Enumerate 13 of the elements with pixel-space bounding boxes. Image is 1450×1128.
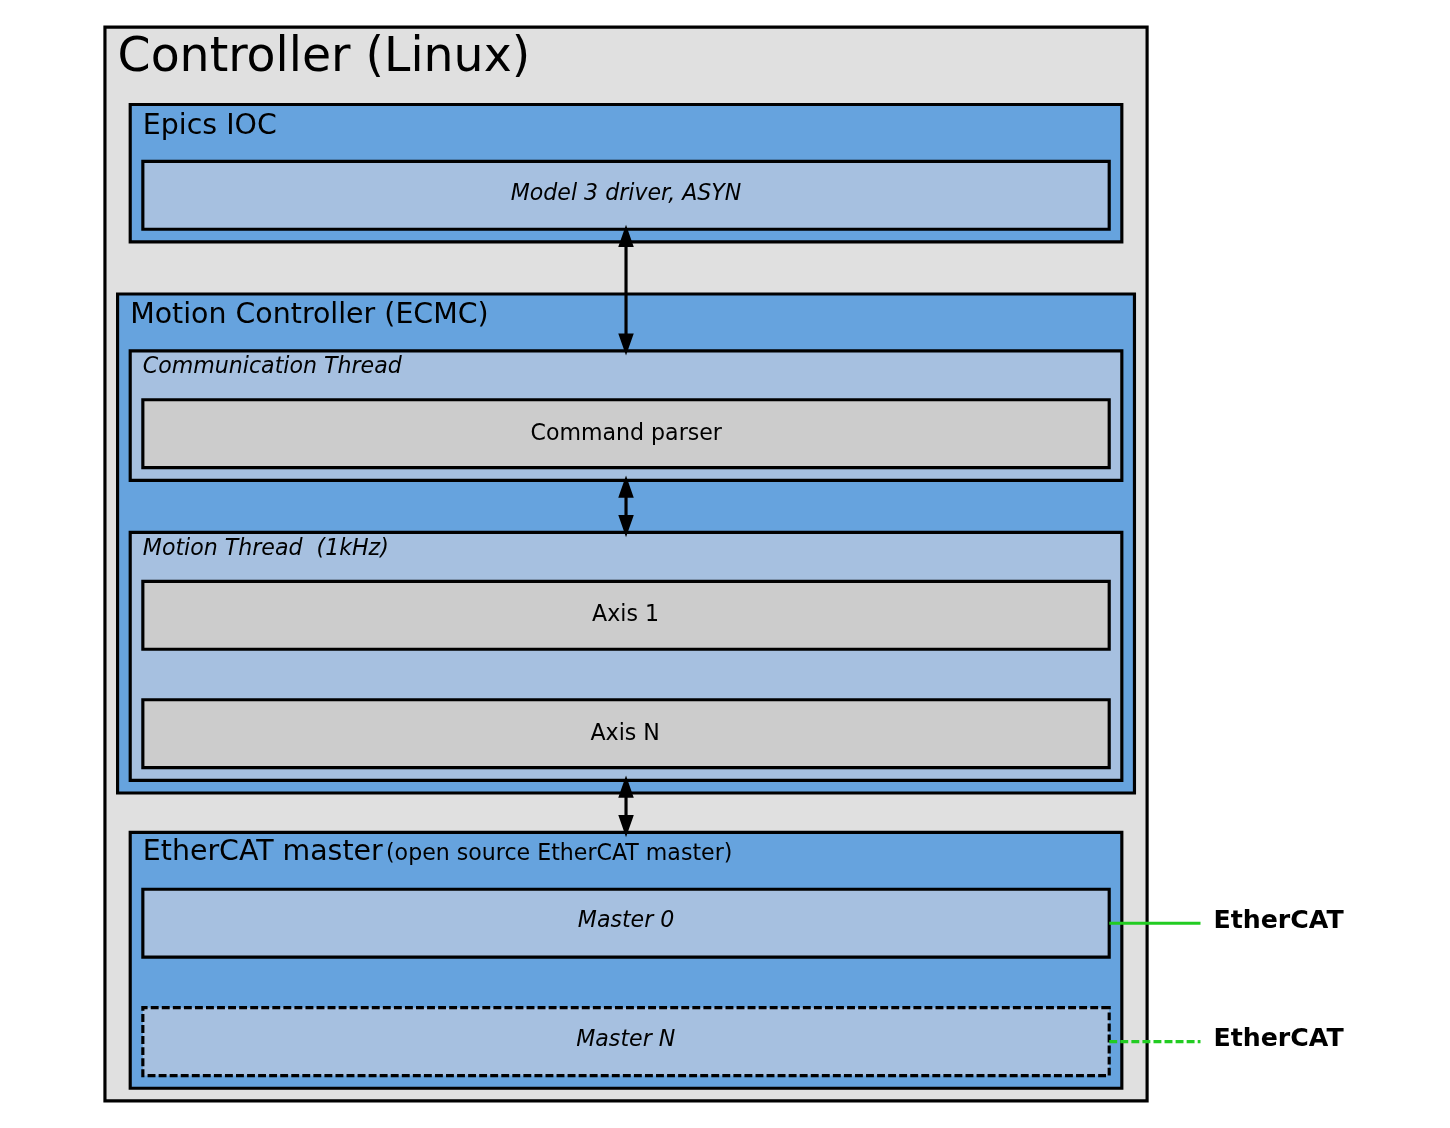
node-text: EtherCAT xyxy=(1212,1023,1344,1053)
arrow xyxy=(617,775,634,838)
connector xyxy=(1108,921,1200,925)
node-box: Command parser xyxy=(140,398,1111,470)
node-box: Axis N xyxy=(140,698,1111,770)
node-box: Axis 1 xyxy=(140,579,1111,651)
arrow xyxy=(617,475,634,538)
node-box: Master N xyxy=(140,1006,1111,1078)
node-text: EtherCAT xyxy=(1212,904,1344,934)
node-box: Model 3 driver, ASYN xyxy=(140,159,1111,231)
node-box: Master 0 xyxy=(140,887,1111,959)
arrow xyxy=(617,224,634,356)
connector xyxy=(1108,1040,1200,1044)
